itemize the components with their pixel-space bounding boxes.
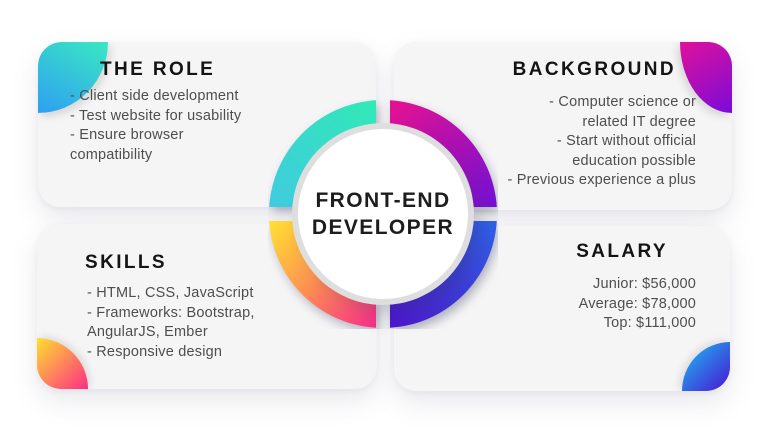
- corner-accent-salary: [682, 342, 730, 391]
- ring-segment-salary: [390, 221, 497, 328]
- card-title-role: THE ROLE: [100, 59, 216, 80]
- corner-accent-skills: [37, 338, 88, 389]
- ring-segment-skills: [269, 221, 376, 328]
- center-title: FRONT-END DEVELOPER: [311, 189, 455, 239]
- card-salary: SALARY Junior: $56,000 Average: $78,000 …: [394, 226, 730, 391]
- card-body-salary: Junior: $56,000 Average: $78,000 Top: $1…: [578, 276, 696, 331]
- ring-segment-background: [390, 100, 497, 207]
- card-title-salary: SALARY: [576, 241, 668, 262]
- ring-segment-role: [269, 100, 376, 207]
- card-body-skills: - HTML, CSS, JavaScript - Frameworks: Bo…: [87, 285, 255, 360]
- card-body-role: - Client side development - Test website…: [70, 88, 242, 163]
- center-circle: FRONT-END DEVELOPER: [298, 129, 468, 299]
- center-ring: [269, 100, 497, 328]
- card-body-background: - Computer science or related IT degree …: [507, 94, 696, 188]
- card-title-background: BACKGROUND: [512, 59, 676, 80]
- card-title-skills: SKILLS: [85, 252, 167, 273]
